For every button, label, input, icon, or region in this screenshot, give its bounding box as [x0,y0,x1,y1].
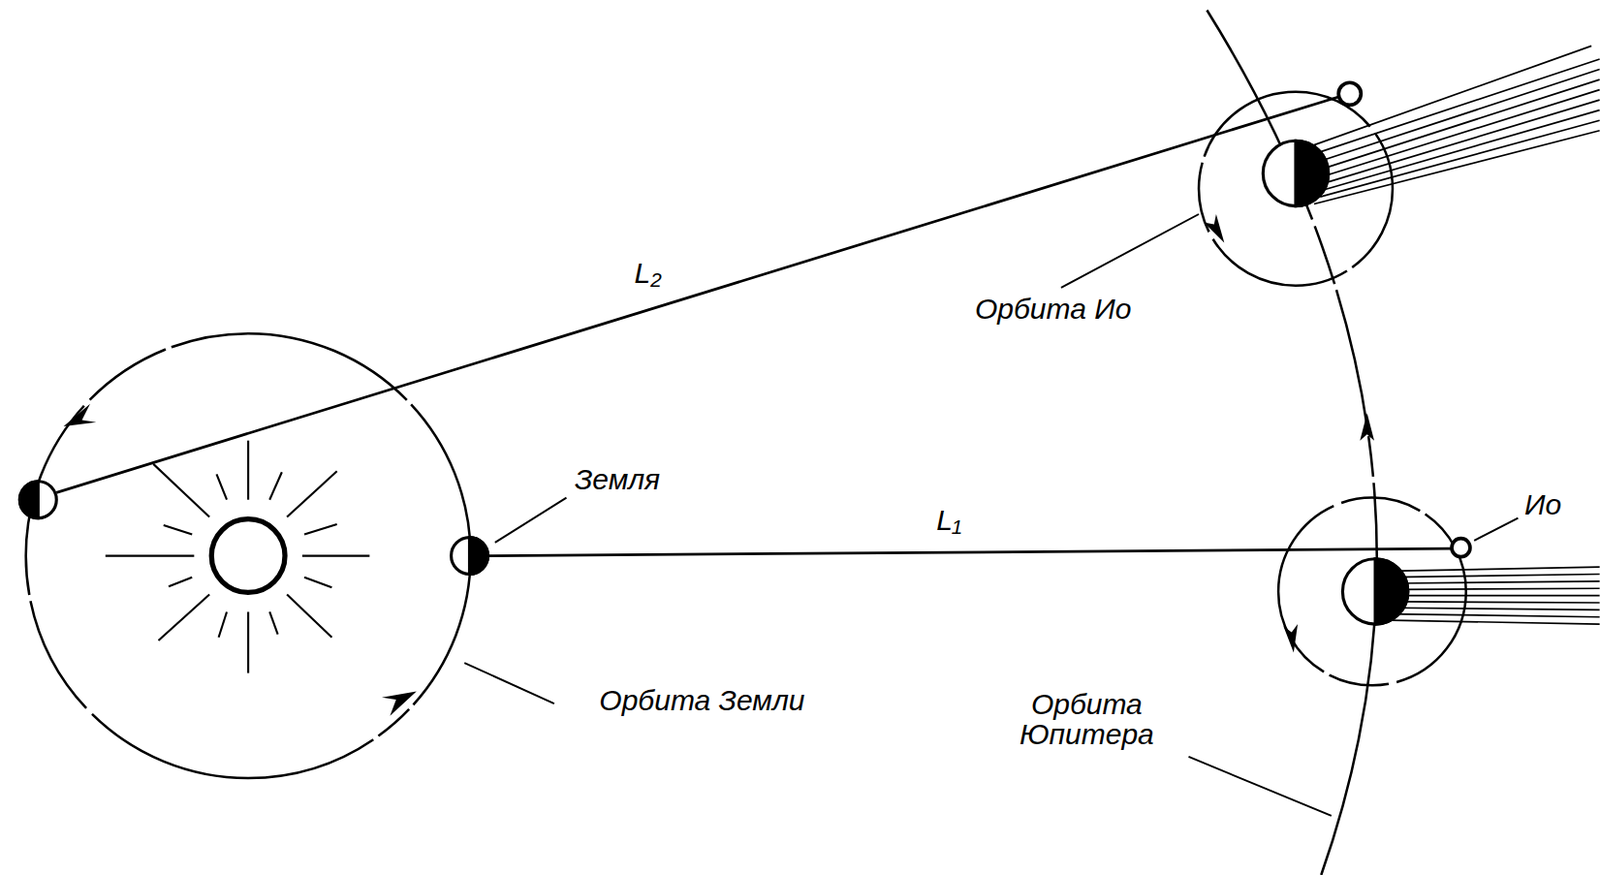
io-orbit [1278,498,1467,687]
orbit-label: Орбита Юпитера [991,689,1182,751]
jupiter-shadow [1379,566,1600,625]
sight-line [487,548,1451,556]
moon-label: Ио [1521,489,1565,521]
earth-orbit [26,333,471,779]
jupiter-orbit [1206,10,1377,875]
earth [19,481,488,575]
orbit-label: Орбита Ио [972,293,1134,325]
distance-label: L₂ [631,257,665,289]
jupiter [1262,140,1408,625]
direction-arrow [63,214,1375,717]
io [1338,82,1471,557]
planet-label: Земля [571,464,663,496]
sun [211,519,285,594]
distance-label: L₁ [933,504,965,536]
sight-line [56,96,1339,493]
leader-line [464,214,1518,816]
io-orbit [1198,92,1393,286]
sun-rays [105,440,371,674]
orbit-label: Орбита Земли [596,685,808,717]
jupiter-shadow [1306,45,1600,204]
